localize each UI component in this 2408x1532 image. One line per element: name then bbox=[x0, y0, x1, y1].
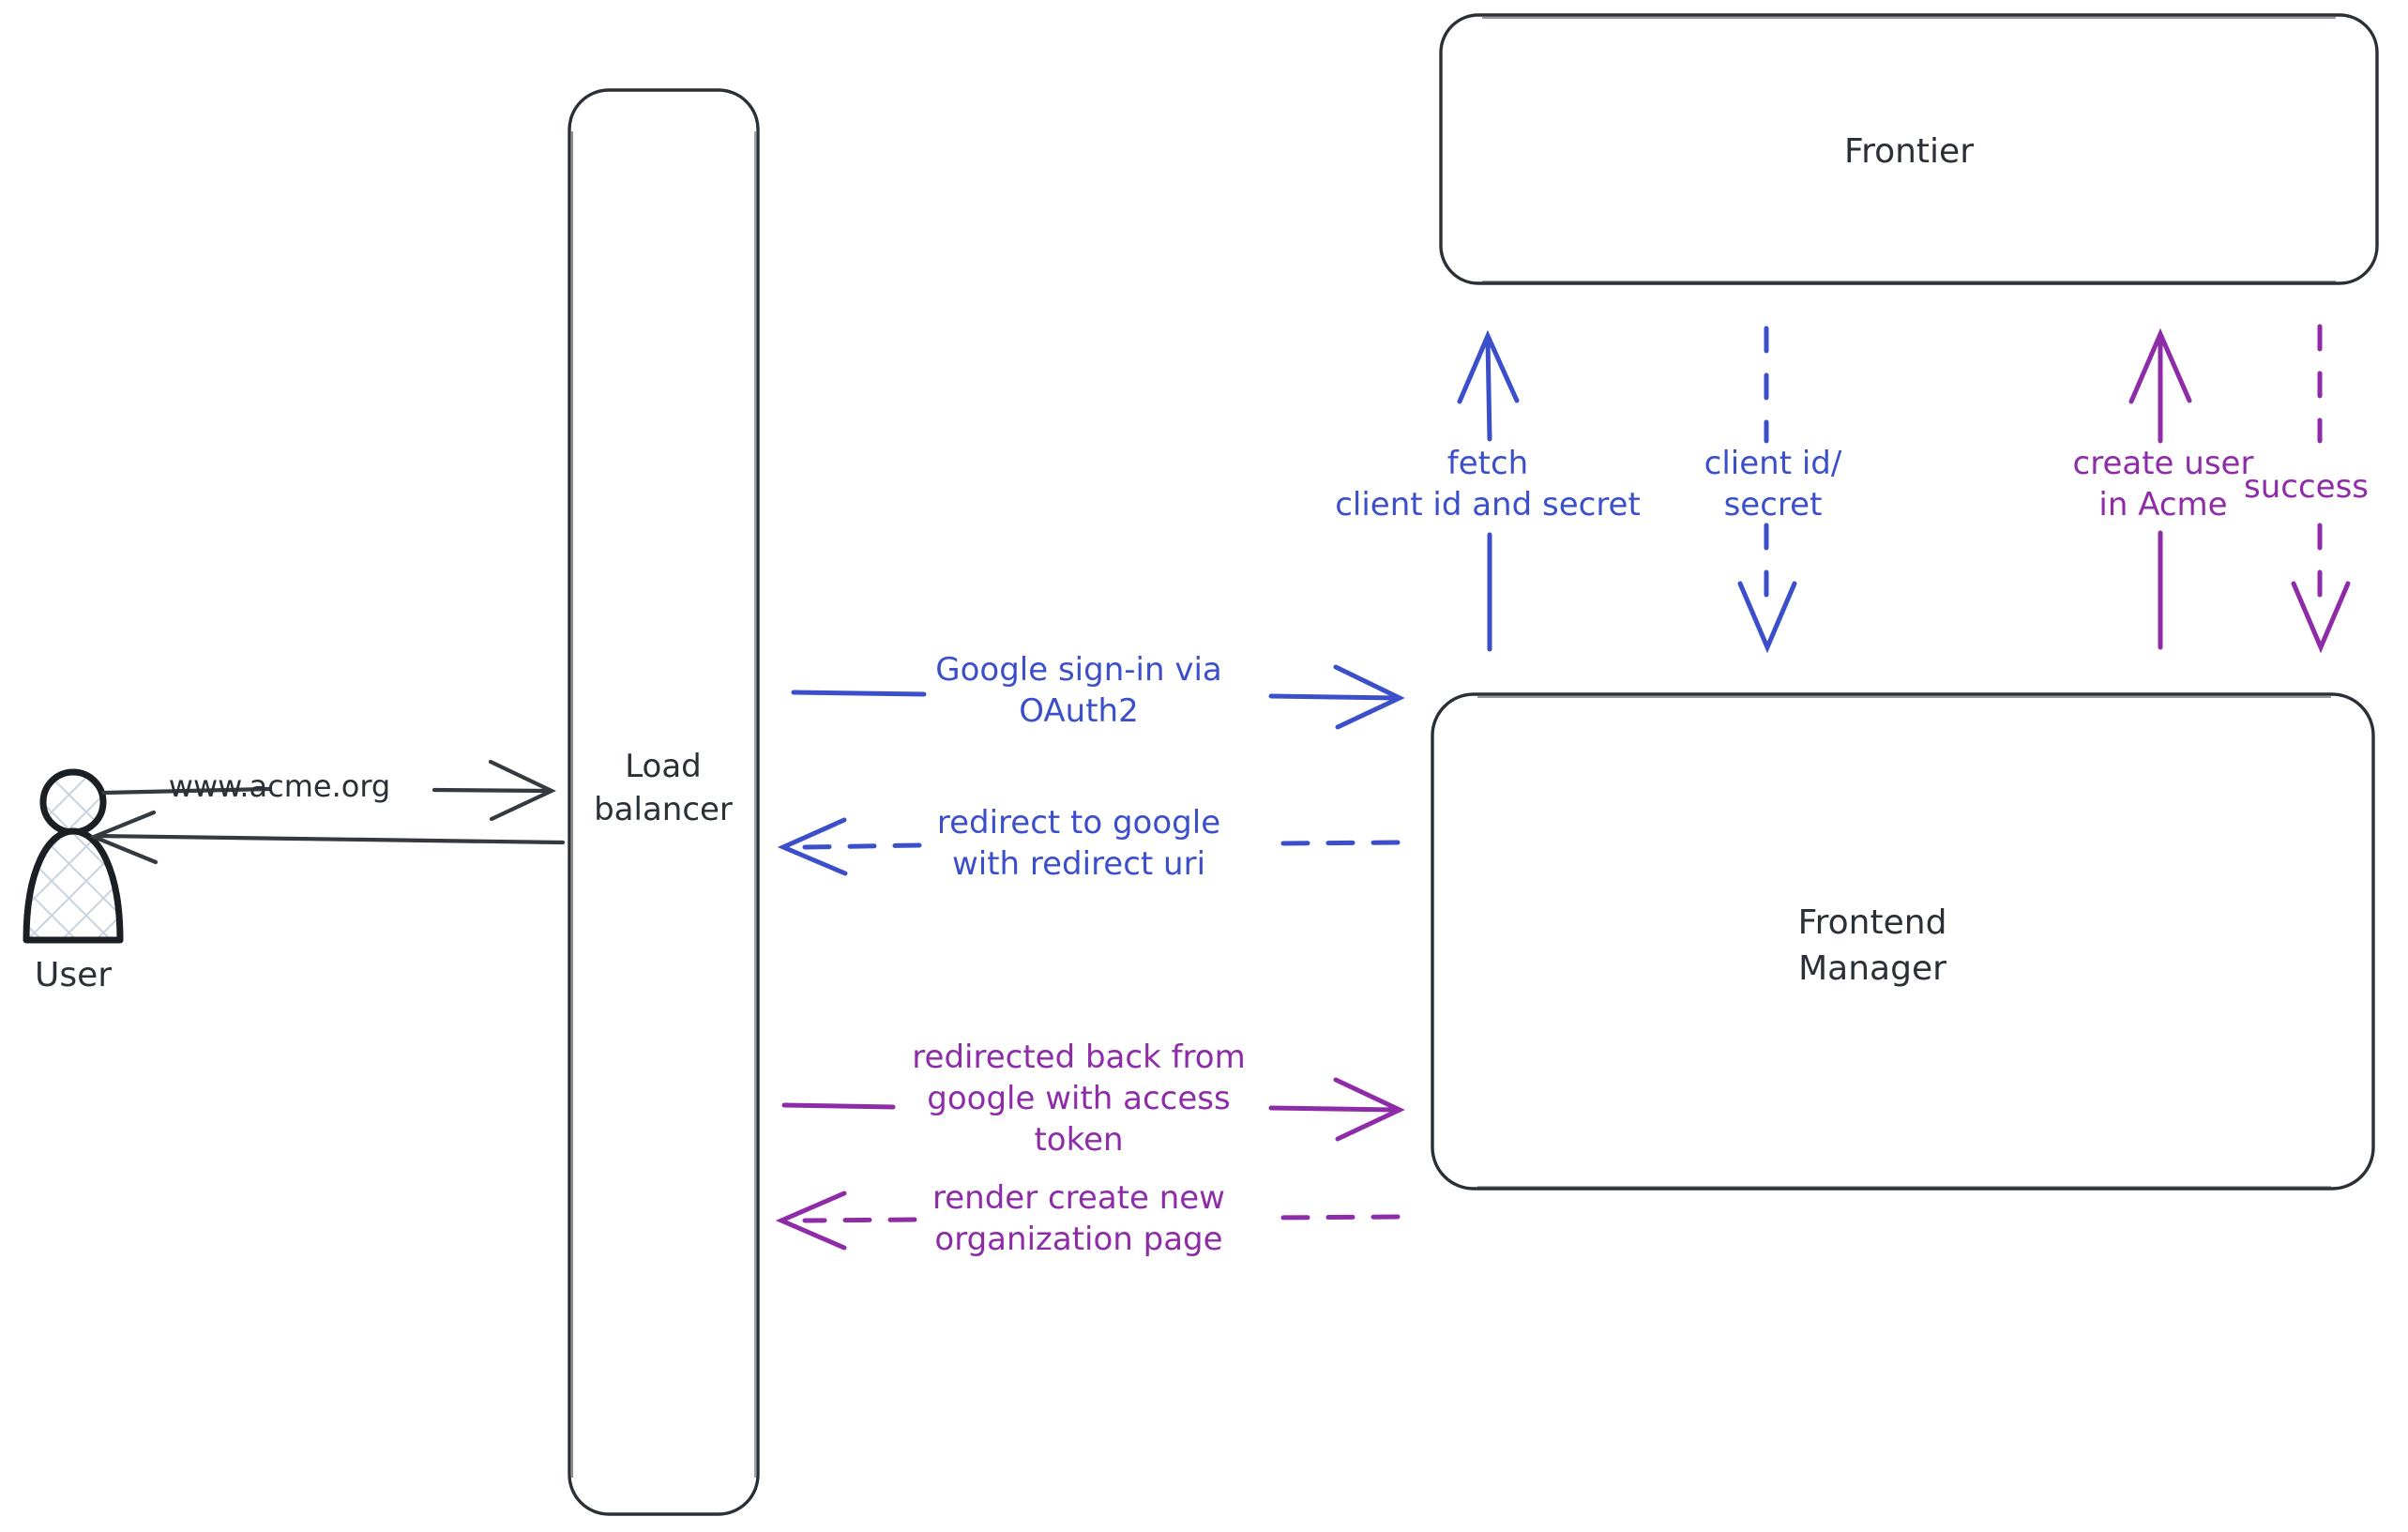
edge-fetch-client-id-arrow bbox=[1457, 329, 1520, 652]
edge-client-id-secret-arrow bbox=[1737, 326, 1797, 654]
user-person-icon bbox=[23, 768, 124, 944]
edge-redirect-to-google-arrow bbox=[777, 817, 1401, 876]
node-frontend-manager-shape bbox=[1431, 692, 2375, 1191]
node-frontier-shape bbox=[1439, 13, 2379, 285]
edge-user-to-lb-arrow bbox=[100, 759, 556, 822]
edge-google-signin-arrow bbox=[791, 664, 1405, 730]
edge-success-arrow bbox=[2291, 324, 2351, 654]
edge-render-create-org-arrow bbox=[775, 1191, 1401, 1251]
node-load-balancer-shape bbox=[568, 88, 760, 1516]
edge-redirected-back-arrow bbox=[781, 1077, 1405, 1142]
edge-create-user-arrow bbox=[2128, 327, 2192, 650]
edge-lb-to-user-arrow bbox=[88, 810, 566, 865]
